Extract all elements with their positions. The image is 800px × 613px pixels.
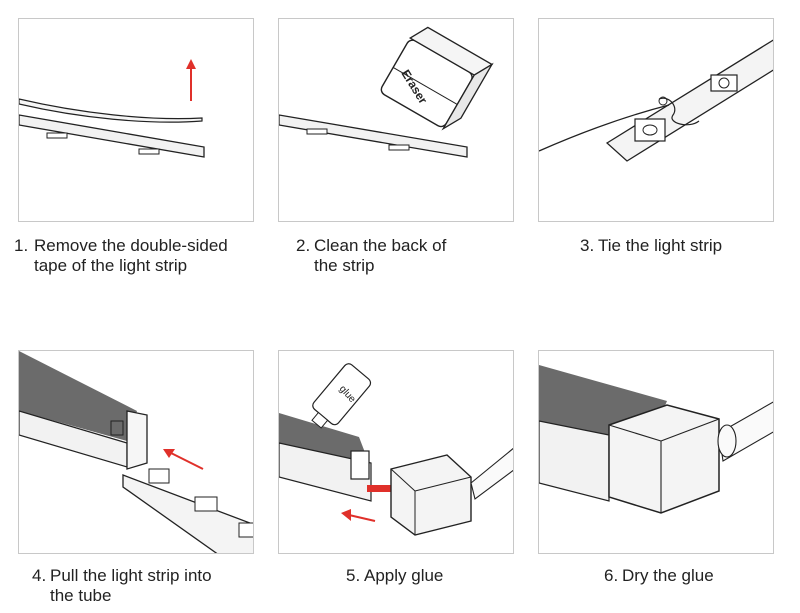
- step-3-illustration: [538, 18, 774, 222]
- step-1-number: 1.: [14, 236, 29, 255]
- step-5-text-line1: Apply glue: [364, 566, 444, 585]
- step-6-number: 6.: [604, 566, 619, 585]
- step-1-text-line1: Remove the double-sided: [34, 236, 228, 255]
- step-4-illustration: [18, 350, 254, 554]
- step-2-text-line2: the strip: [314, 256, 375, 275]
- step-4-text-line2: the tube: [50, 586, 112, 605]
- step-3-text-line1: Tie the light strip: [598, 236, 723, 255]
- step-5-number: 5.: [346, 566, 361, 585]
- step-5-illustration: glue: [278, 350, 514, 554]
- step-4-number: 4.: [32, 566, 47, 585]
- step-3-number: 3.: [580, 236, 595, 255]
- step-1-illustration: [18, 18, 254, 222]
- step-1-text-line2: tape of the light strip: [34, 256, 188, 275]
- step-6-illustration: [538, 350, 774, 554]
- step-2-text-line1: Clean the back of: [314, 236, 447, 255]
- step-4-text-line1: Pull the light strip into: [50, 566, 212, 585]
- step-2-illustration: Eraser: [278, 18, 514, 222]
- step-6-text-line1: Dry the glue: [622, 566, 714, 585]
- step-2-number: 2.: [296, 236, 311, 255]
